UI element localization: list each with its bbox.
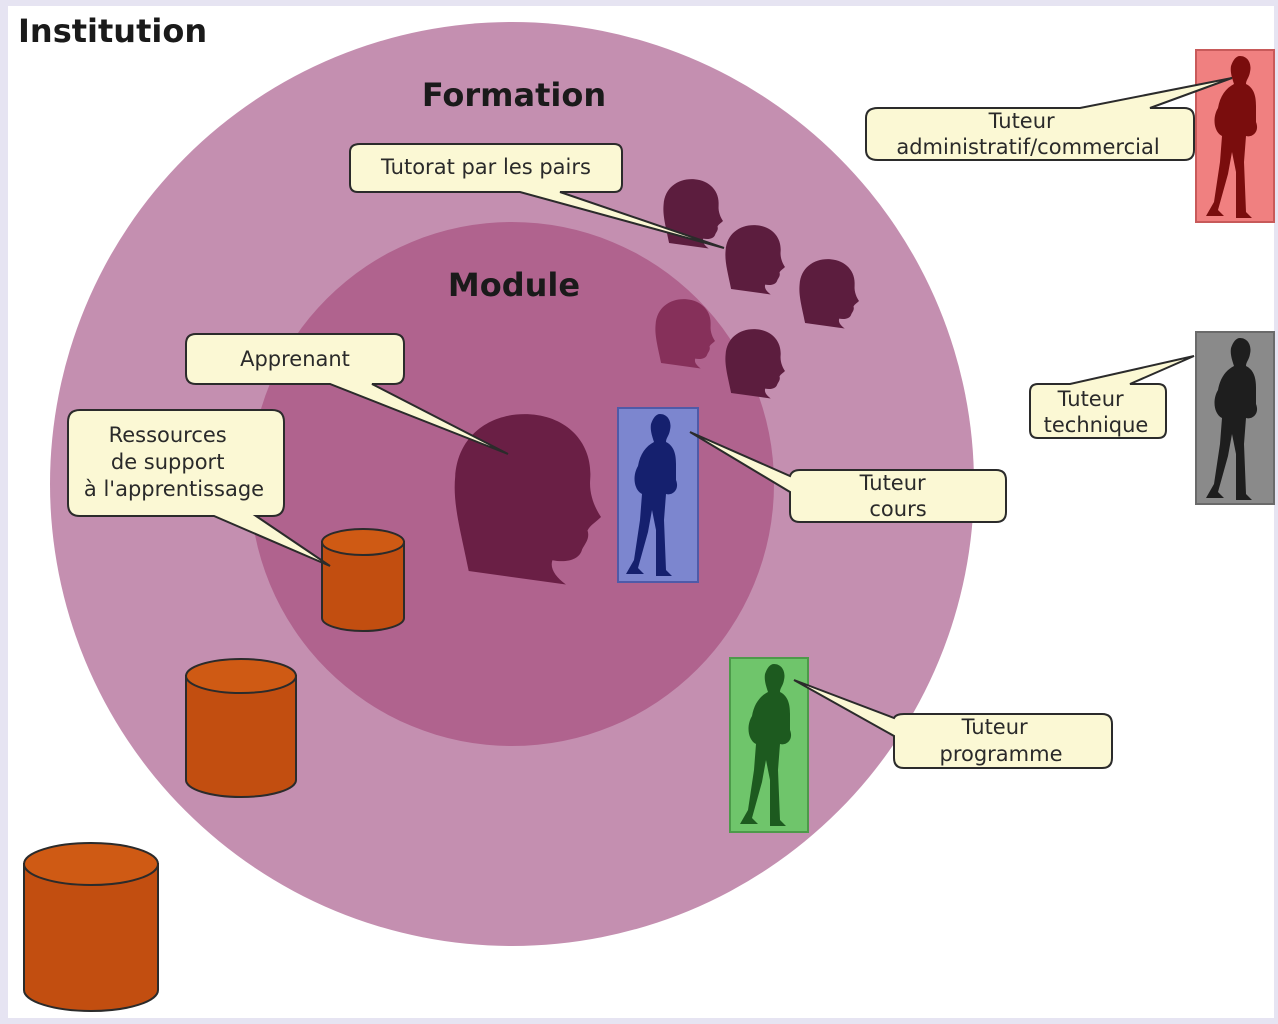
bubble-tuteur-cours-line-1: Tuteur: [859, 471, 926, 495]
bubble-tuteur-technique: Tuteur technique: [1029, 355, 1195, 439]
bubble-tutorat-pairs: Tutorat par les pairs: [349, 143, 725, 249]
resource-cylinder-medium: [185, 658, 297, 798]
tutor-programme-figure: [729, 657, 809, 833]
resource-cylinder-small: [321, 528, 405, 632]
bubble-ressources-line-1: Ressources: [109, 423, 227, 447]
bubble-apprenant-text: Apprenant: [240, 347, 350, 371]
bubble-ressources: Ressources de support à l'apprentissage: [67, 409, 331, 567]
bubble-ressources-text: Ressources de support à l'apprentissage: [84, 423, 264, 501]
tutor-technique-figure: [1195, 331, 1275, 505]
module-label: Module: [448, 266, 580, 304]
bubble-tuteur-programme-line-1: Tuteur: [961, 715, 1028, 739]
bubble-tuteur-programme-text: Tuteur programme: [939, 715, 1062, 766]
bubble-tutorat-pairs-text: Tutorat par les pairs: [380, 155, 591, 179]
bubble-tuteur-cours-line-2: cours: [869, 497, 926, 521]
bubble-tuteur-cours-text: Tuteur cours: [859, 471, 933, 521]
bubble-tuteur-admin: Tuteur administratif/commercial: [865, 77, 1233, 161]
formation-label: Formation: [422, 76, 606, 114]
bubble-tuteur-programme: Tuteur programme: [793, 679, 1113, 769]
bubble-ressources-line-2: de support: [111, 450, 225, 474]
bubble-apprenant: Apprenant: [185, 333, 509, 455]
bubble-tuteur-technique-text: Tuteur technique: [1044, 387, 1149, 437]
bubble-tuteur-technique-line-1: Tuteur: [1057, 387, 1124, 411]
institution-label: Institution: [18, 12, 207, 50]
bubble-tuteur-admin-line-2: administratif/commercial: [896, 135, 1159, 159]
resource-cylinder-large: [23, 842, 159, 1012]
tutor-cours-figure: [617, 407, 699, 583]
tutor-admin-figure: [1195, 49, 1275, 223]
bubble-tuteur-admin-text: Tuteur administratif/commercial: [896, 109, 1159, 159]
bubble-tuteur-technique-line-2: technique: [1044, 413, 1149, 437]
bubble-ressources-line-3: à l'apprentissage: [84, 477, 264, 501]
bubble-tuteur-programme-line-2: programme: [939, 742, 1062, 766]
bubble-tuteur-cours: Tuteur cours: [689, 431, 1007, 523]
bubble-tuteur-admin-line-1: Tuteur: [988, 109, 1055, 133]
